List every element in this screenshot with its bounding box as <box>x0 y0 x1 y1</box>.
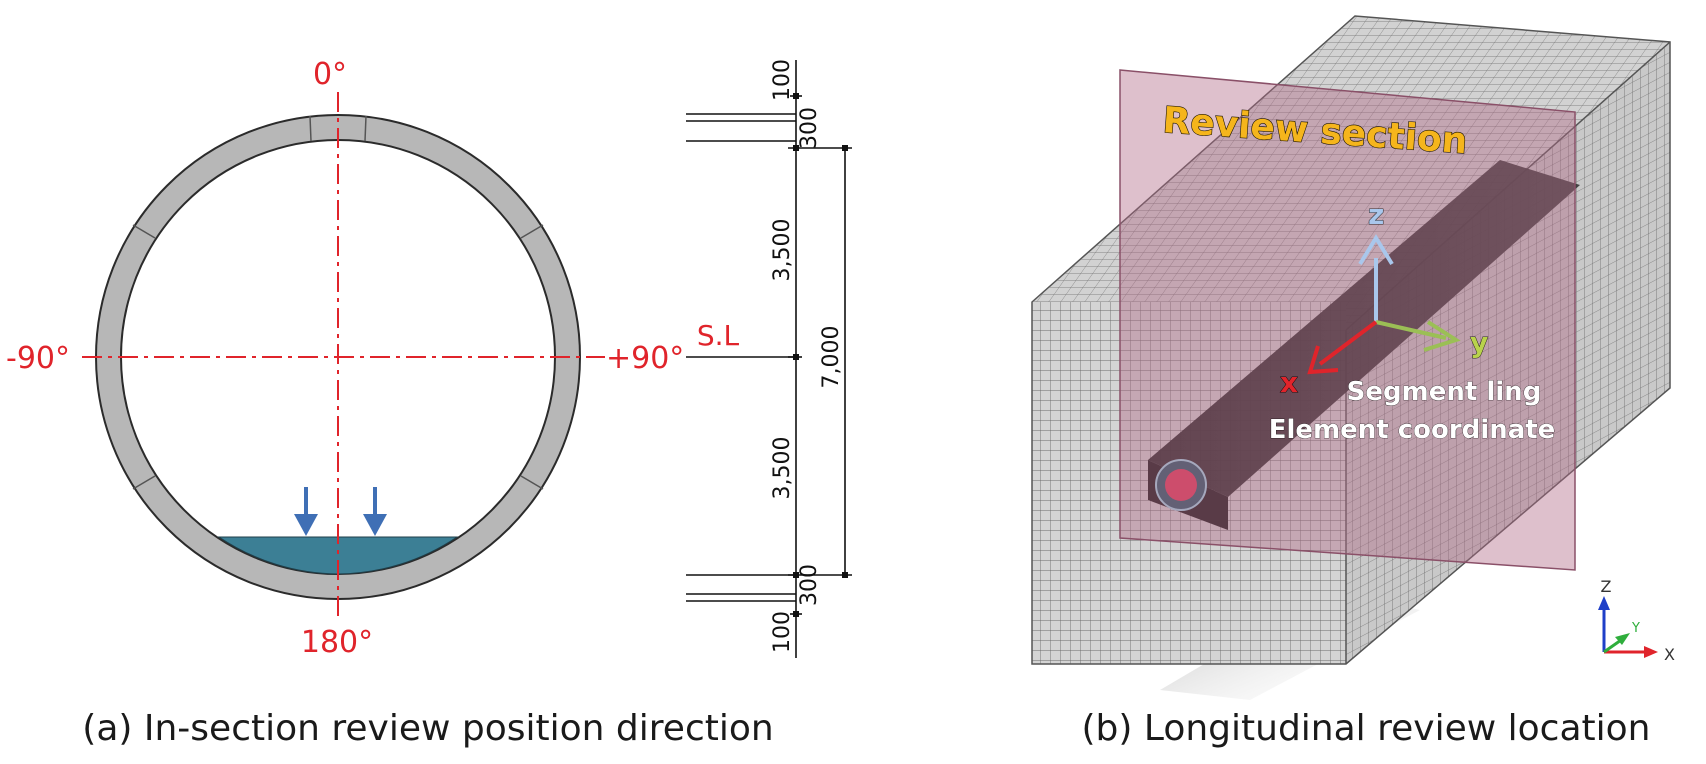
triad-x-label: X <box>1664 645 1675 664</box>
global-triad <box>1598 596 1658 658</box>
dim-100-top: 100 <box>770 59 795 101</box>
angle-left-label: -90° <box>6 341 70 376</box>
angle-right-label: +90° <box>606 341 684 376</box>
review-section-plane <box>1119 69 1576 571</box>
spring-line-label: S.L <box>697 319 740 352</box>
dim-7000: 7,000 <box>819 326 844 389</box>
axis-z-label: z <box>1368 198 1384 231</box>
note-line-1: Segment ling <box>1347 377 1542 407</box>
load-arrow-left <box>294 487 318 536</box>
axis-x-label: x <box>1280 366 1298 399</box>
load-arrow-right <box>363 487 387 536</box>
dim-3500-lower: 3,500 <box>770 437 795 500</box>
triad-y-label: Y <box>1631 621 1640 636</box>
axis-y-label: y <box>1470 326 1488 359</box>
dimension-dots <box>793 93 848 617</box>
caption-b: (b) Longitudinal review location <box>1082 708 1651 749</box>
dim-300-top: 300 <box>797 107 822 149</box>
element-coordinate-axes <box>1307 234 1461 375</box>
angle-bottom-label: 180° <box>301 625 373 660</box>
dim-100-bottom: 100 <box>770 611 795 653</box>
triad-z-label: Z <box>1601 577 1612 596</box>
panel-a-tunnel-section: 0° -90° +90° 180° <box>6 57 684 660</box>
panel-b-3d-model: Review section z y x Segment ling Elemen… <box>1031 15 1675 700</box>
dim-300-bottom: 300 <box>797 564 822 606</box>
dim-3500-upper: 3,500 <box>770 219 795 282</box>
note-line-2: Element coordinate <box>1269 415 1556 445</box>
segment-joints <box>132 115 544 490</box>
tunnel-body <box>1148 160 1580 497</box>
angle-top-label: 0° <box>313 57 347 92</box>
caption-a: (a) In-section review position direction <box>82 708 773 749</box>
